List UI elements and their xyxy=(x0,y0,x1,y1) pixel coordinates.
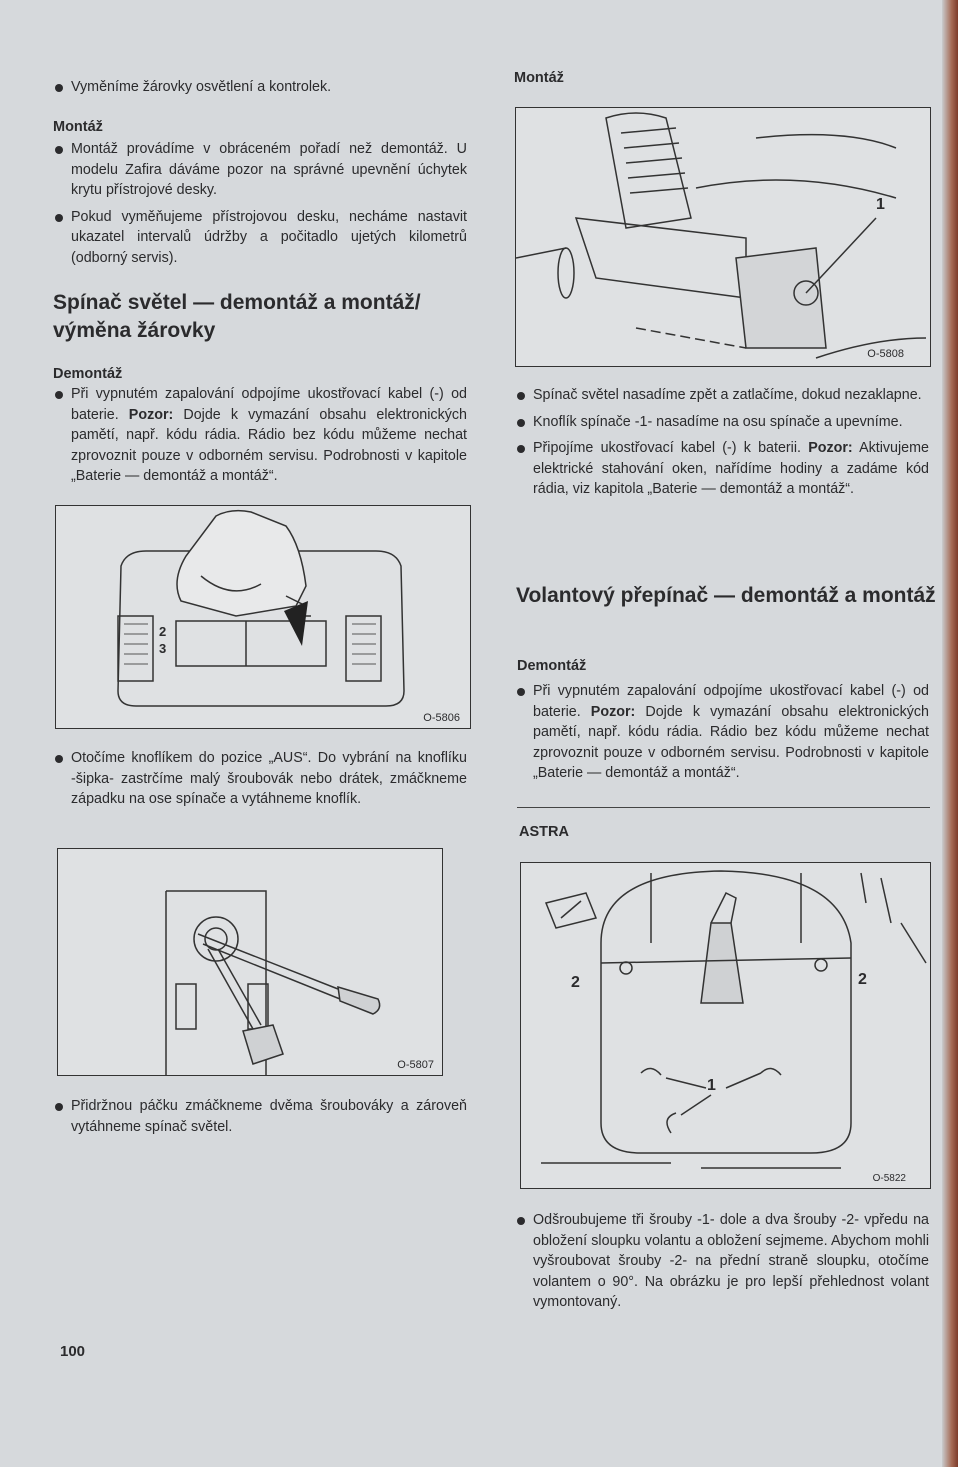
demontaz-heading-right: Demontáž xyxy=(517,658,587,674)
bullet-reconnect-battery: Připojíme ukostřovací kabel (-) k bateri… xyxy=(517,438,929,500)
page-edge xyxy=(942,0,958,1467)
screwdriver-illustration xyxy=(165,890,381,1075)
aus-list: Otočíme knoflíkem do pozice „AUS“. Do vy… xyxy=(55,748,467,816)
figure-steering-column: 2 2 1 O-5822 xyxy=(520,862,931,1189)
arrow-icon xyxy=(284,601,308,646)
section-title-steering-switch: Volantový přepínač — demontáž a montáž xyxy=(516,584,936,607)
figure-label-3: 3 xyxy=(159,641,167,656)
montaz-heading-right: Montáž xyxy=(514,70,564,86)
demontaz-list-right: Při vypnutém zapalování odpojíme ukostřo… xyxy=(517,681,929,790)
bullet-mount-knob: Knoflík spínače -1- nasadíme na osu spín… xyxy=(517,412,929,433)
demontaz-heading-left: Demontáž xyxy=(53,366,123,382)
montaz-list-right: Spínač světel nasadíme zpět a zatlačíme,… xyxy=(517,385,929,506)
demontaz-list-left: Při vypnutém zapalování odpojíme ukostřo… xyxy=(55,384,467,493)
bullet-disconnect-battery-right: Při vypnutém zapalování odpojíme ukostřo… xyxy=(517,681,929,784)
figure-label-2: 2 xyxy=(159,624,167,639)
figure-label-1: 1 xyxy=(876,196,885,213)
figure-label-2-right: 2 xyxy=(858,971,867,988)
montaz-heading-left: Montáž xyxy=(53,119,103,135)
figure-code: O-5806 xyxy=(423,712,460,724)
intro-list: Vyměníme žárovky osvětlení a kontrolek. xyxy=(55,77,467,104)
final-list-left: Přidržnou páčku zmáčkneme dvěma šroubová… xyxy=(55,1096,467,1143)
figure-label-2-left: 2 xyxy=(571,974,580,991)
final-list-right: Odšroubujeme tři šrouby -1- dole a dva š… xyxy=(517,1210,929,1319)
figure-light-switch-knob: 2 3 O-5806 xyxy=(55,505,471,729)
switch-install-illustration xyxy=(516,112,927,359)
montaz-list-left: Montáž provádíme v obráceném pořadí než … xyxy=(55,139,467,274)
bullet-montaz-order: Montáž provádíme v obráceném pořadí než … xyxy=(55,139,467,201)
divider xyxy=(517,807,930,808)
bullet-unscrew-cover: Odšroubujeme tři šrouby -1- dole a dva š… xyxy=(517,1210,929,1313)
bullet-turn-knob-aus: Otočíme knoflíkem do pozice „AUS“. Do vy… xyxy=(55,748,467,810)
bullet-replace-bulbs: Vyměníme žárovky osvětlení a kontrolek. xyxy=(55,77,467,98)
bullet-push-switch: Spínač světel nasadíme zpět a zatlačíme,… xyxy=(517,385,929,406)
figure-switch-install: 1 O-5808 xyxy=(515,107,931,367)
figure-screwdrivers: O-5807 xyxy=(57,848,443,1076)
astra-heading: ASTRA xyxy=(519,824,569,840)
figure-code: O-5807 xyxy=(397,1059,434,1071)
section-title-light-switch: Spínač světel — demontáž a montáž/ výměn… xyxy=(53,291,421,342)
figure-label-1: 1 xyxy=(707,1077,716,1094)
bullet-instrument-panel: Pokud vyměňujeme přístrojovou desku, nec… xyxy=(55,207,467,269)
bullet-disconnect-battery: Při vypnutém zapalování odpojíme ukostřo… xyxy=(55,384,467,487)
page-number: 100 xyxy=(60,1343,86,1360)
bullet-remove-switch: Přidržnou páčku zmáčkneme dvěma šroubová… xyxy=(55,1096,467,1137)
steering-column-illustration xyxy=(541,870,927,1169)
figure-code: O-5822 xyxy=(872,1173,906,1184)
knob-illustration xyxy=(117,509,405,707)
figure-code: O-5808 xyxy=(867,348,904,360)
